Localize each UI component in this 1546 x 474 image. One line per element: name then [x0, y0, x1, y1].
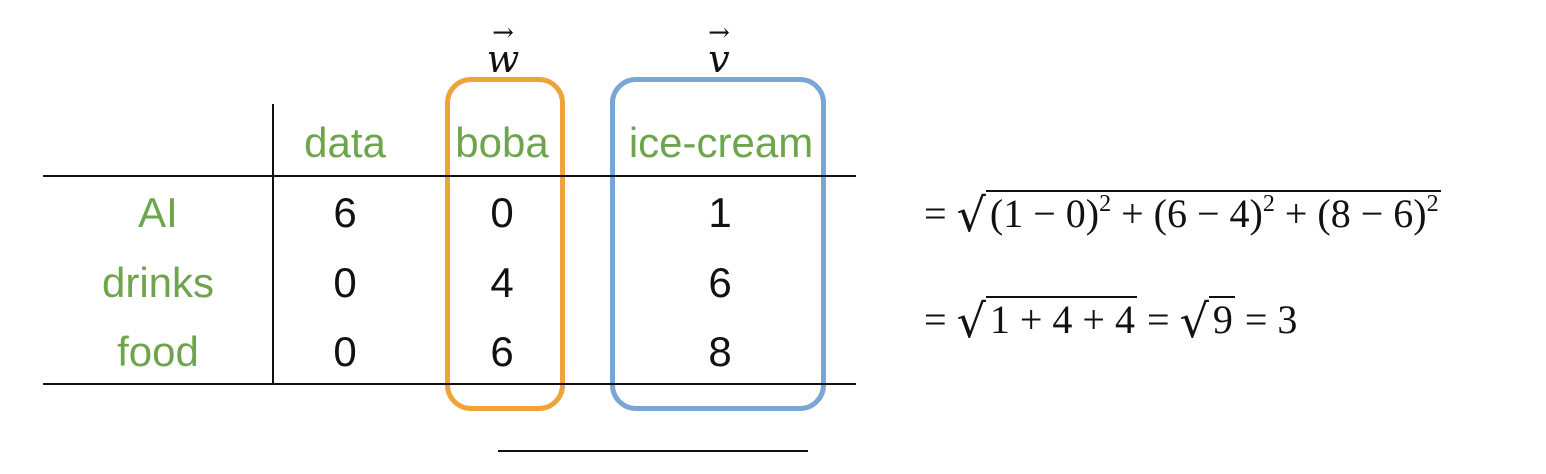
table-cell: 8 [708, 328, 732, 375]
vector-v-symbol: v [708, 37, 730, 81]
square-root-icon: √ [956, 188, 986, 242]
table-header-rule [43, 175, 856, 177]
table-cell: 6 [333, 189, 357, 236]
exponent: 2 [1262, 191, 1275, 217]
table-cell: 0 [490, 189, 514, 236]
row-label-food: food [117, 328, 199, 375]
table-cell: 6 [490, 328, 514, 375]
vector-v-label: → v [694, 18, 744, 81]
table-cell: 6 [708, 259, 732, 306]
square-root-icon: √ [956, 294, 986, 348]
result: = 3 [1234, 297, 1298, 342]
vector-v-highlight-box [610, 77, 826, 411]
column-header-boba: boba [455, 119, 549, 166]
term: + (8 − 6) [1274, 191, 1427, 236]
table-bottom-rule [43, 383, 856, 385]
vector-w-label: → w [478, 18, 528, 81]
square-root-icon: √ [1179, 294, 1209, 348]
row-label-ai: AI [138, 189, 178, 236]
table-vertical-rule [272, 104, 274, 384]
radicand: 1 + 4 + 4 [985, 296, 1137, 340]
vector-arrow-icon: → [492, 18, 514, 48]
row-label-drinks: drinks [101, 259, 215, 306]
underline-rule [498, 450, 808, 452]
vector-w-highlight-box [445, 77, 565, 411]
distance-equation-line-2: = √1 + 4 + 4 = √9 = 3 [924, 296, 1297, 344]
radicand: (1 − 0)2 + (6 − 4)2 + (8 − 6)2 [985, 190, 1441, 236]
table-cell: 0 [333, 328, 357, 375]
radicand: 9 [1208, 296, 1235, 340]
column-header-ice-cream: ice-cream [628, 119, 814, 166]
vector-w-symbol: w [486, 37, 520, 81]
table-cell: 0 [333, 259, 357, 306]
table-cell: 1 [708, 189, 732, 236]
term: (1 − 0) [989, 191, 1100, 236]
equals-sign: = [924, 191, 947, 236]
term: + (6 − 4) [1111, 191, 1263, 236]
exponent: 2 [1099, 191, 1112, 217]
vector-arrow-icon: → [708, 18, 730, 48]
equals-sign: = [924, 297, 947, 342]
table-cell: 4 [490, 259, 514, 306]
equals-sign: = [1137, 297, 1180, 342]
exponent: 2 [1426, 191, 1439, 217]
distance-equation-line-1: = √(1 − 0)2 + (6 − 4)2 + (8 − 6)2 [924, 190, 1441, 238]
column-header-data: data [304, 119, 386, 166]
